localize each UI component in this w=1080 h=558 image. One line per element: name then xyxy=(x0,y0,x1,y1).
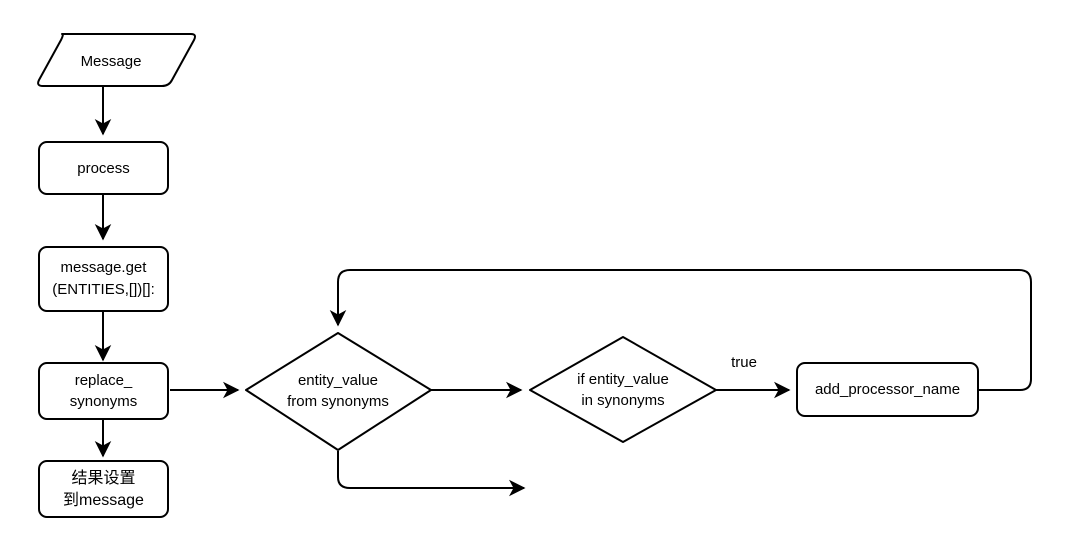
replace-synonyms-shape xyxy=(38,362,169,420)
node-set-result[interactable]: 结果设置 到message xyxy=(38,460,169,518)
edge-add-processor-name-loopback xyxy=(329,269,1032,391)
node-if-entity-value-in-synonyms[interactable]: if entity_value in synonyms xyxy=(529,336,717,443)
node-set-result-label-line2: 到message xyxy=(63,491,144,509)
node-process[interactable]: process xyxy=(38,141,169,195)
node-set-result-label-line1: 结果设置 xyxy=(71,469,135,487)
node-message-get-label-line1: message.get xyxy=(61,259,148,276)
node-replace-synonyms[interactable]: replace_ synonyms xyxy=(38,362,169,420)
node-replace-synonyms-label-line2: synonyms xyxy=(70,393,138,410)
node-add-processor-name-label: add_processor_name xyxy=(815,381,960,398)
node-replace-synonyms-label-line1: replace_ xyxy=(75,372,133,389)
entity-value-diamond-shape xyxy=(245,332,432,451)
node-if-entity-value-label-line1: if entity_value xyxy=(577,371,669,388)
node-message-get[interactable]: message.get (ENTITIES,[])[]: xyxy=(38,246,169,312)
edge-label-true: true xyxy=(731,354,757,371)
set-result-shape xyxy=(38,460,169,518)
message-shape xyxy=(37,33,196,87)
node-add-processor-name[interactable]: add_processor_name xyxy=(796,362,979,417)
node-entity-value-label-line1: entity_value xyxy=(298,372,378,389)
node-message-label: Message xyxy=(81,53,142,70)
node-entity-value-from-synonyms[interactable]: entity_value from synonyms xyxy=(245,332,432,451)
node-process-label: process xyxy=(77,160,130,177)
node-if-entity-value-label-line2: in synonyms xyxy=(581,392,664,409)
node-message[interactable]: Message xyxy=(37,33,196,87)
node-message-get-label-line2: (ENTITIES,[])[]: xyxy=(52,281,155,298)
process-shape xyxy=(38,141,169,195)
message-get-shape xyxy=(38,246,169,312)
add-processor-name-shape xyxy=(796,362,979,417)
node-entity-value-label-line2: from synonyms xyxy=(287,393,389,410)
if-entity-value-diamond-shape xyxy=(529,336,717,443)
edge-entity-value-exit xyxy=(337,451,526,497)
